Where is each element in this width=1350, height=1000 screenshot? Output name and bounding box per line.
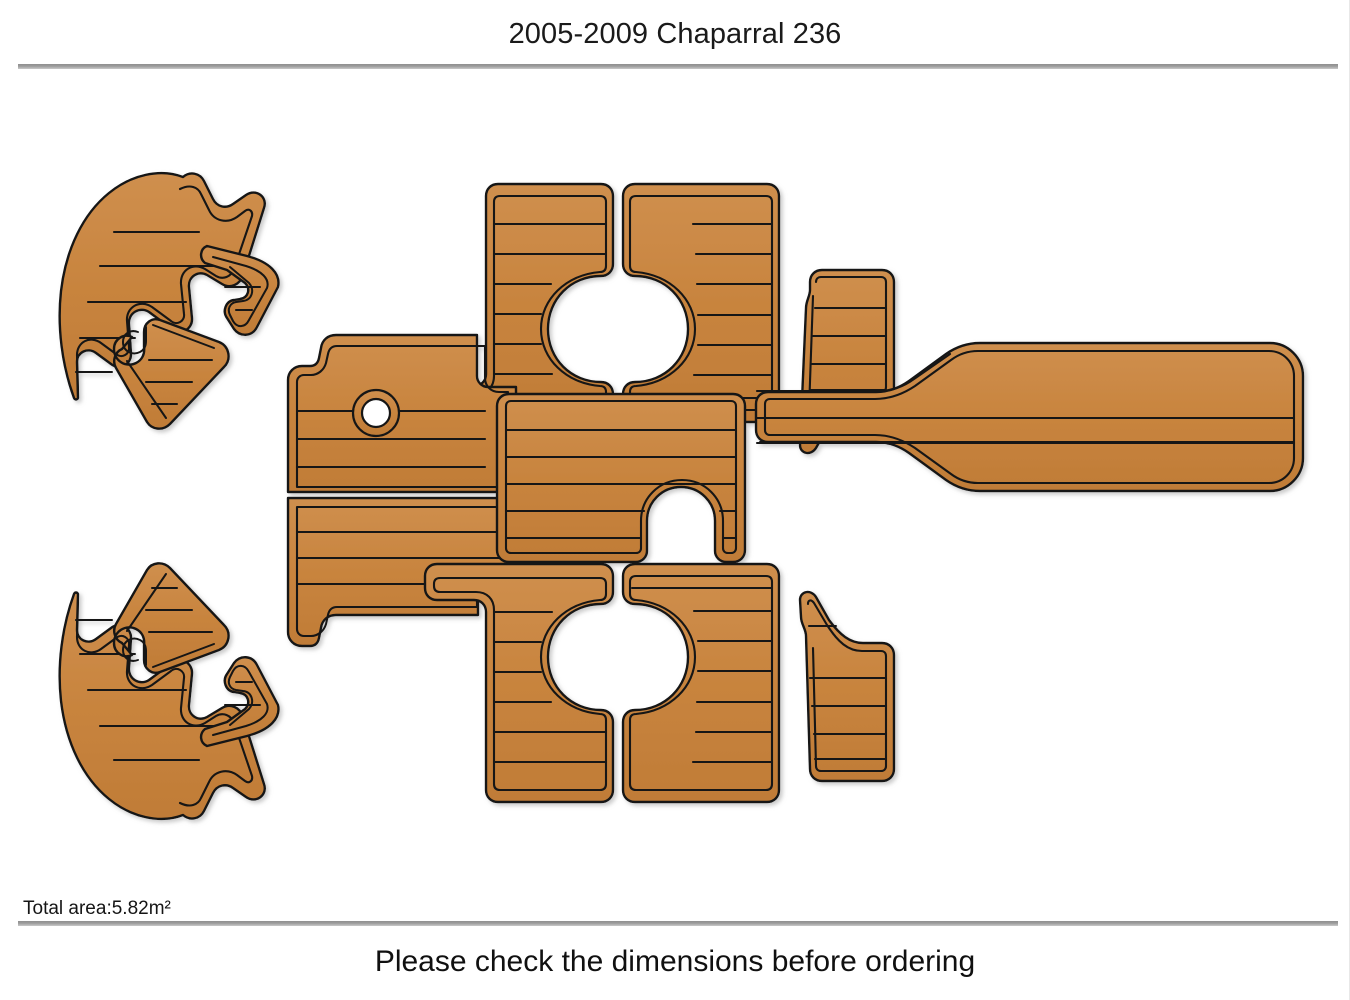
piece-swim-platform bbox=[754, 341, 1305, 493]
piece-left-upper-tip bbox=[199, 244, 280, 336]
piece-left-lower-wing bbox=[58, 591, 266, 821]
piece-left-upper-inner bbox=[112, 318, 230, 430]
header-divider bbox=[18, 64, 1338, 69]
deck-pad-svg bbox=[58, 171, 1305, 821]
piece-cockpit-lower-left bbox=[423, 562, 615, 804]
deck-pad-diagram bbox=[0, 80, 1349, 880]
drain-hole-icon bbox=[351, 388, 401, 438]
footer-divider bbox=[18, 921, 1338, 926]
piece-left-lower-inner bbox=[112, 562, 230, 674]
total-area-label: Total area:5.82m² bbox=[23, 898, 171, 919]
piece-walkway-lower bbox=[286, 496, 518, 648]
page-title: 2005-2009 Chaparral 236 bbox=[508, 18, 842, 50]
piece-walkway-upper bbox=[286, 333, 518, 494]
piece-cockpit-lower-right bbox=[621, 562, 781, 804]
footer-caption: Please check the dimensions before order… bbox=[374, 945, 976, 978]
piece-left-upper-wing bbox=[58, 171, 266, 401]
piece-center-main bbox=[495, 392, 747, 564]
piece-left-lower-tip bbox=[199, 656, 280, 748]
piece-starboard-lower-strip bbox=[798, 590, 896, 783]
piece-cockpit-upper-right bbox=[621, 182, 781, 424]
